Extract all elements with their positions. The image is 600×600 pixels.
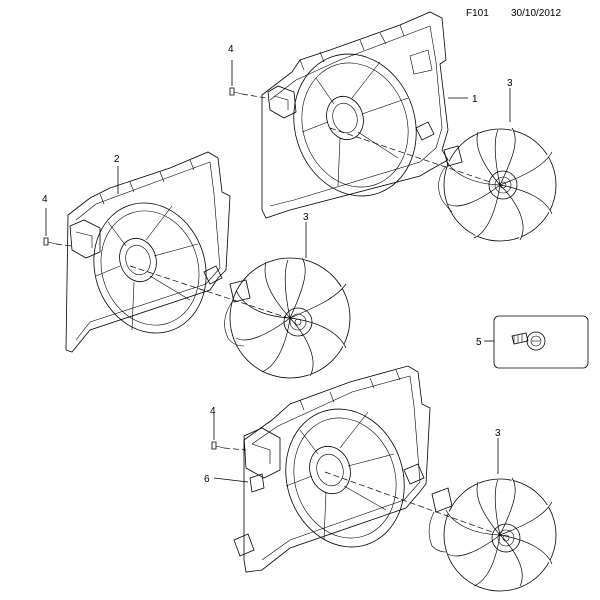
callout-4-bottom: 4 [210,406,216,417]
screw-top [229,87,243,96]
motor-wire-bottom [428,511,447,553]
center-line-fan-top [329,127,491,183]
screw-bottom [211,441,225,450]
callout-1: 1 [472,94,478,105]
fan-shroud-assembly-bottom [233,365,431,573]
fan-blade-middle [229,257,351,379]
document-code: F101 [466,8,489,19]
part-5-detail-box [493,315,589,369]
callout-3-bottom: 3 [495,428,501,439]
motor-connector-top [443,145,463,167]
center-line-fan-middle [129,265,289,319]
callout-2: 2 [114,154,120,165]
callout-5: 5 [476,337,482,348]
callout-3-middle: 3 [303,212,309,223]
fan-shroud-assembly-top [261,11,449,219]
fan-shroud-assembly-middle [65,151,231,353]
callout-6: 6 [204,474,210,485]
motor-wire-top [438,165,453,213]
center-line-screw-bottom [223,447,247,451]
callout-3-top: 3 [507,78,513,89]
fan-blade-bottom [443,477,557,592]
callout-4-middle: 4 [42,194,48,205]
center-line-screw-middle [55,243,73,247]
motor-connector-bottom [431,487,453,513]
screw-middle [43,237,57,246]
fan-blade-top [443,127,557,242]
center-line-fan-bottom [324,471,493,533]
leader-line-6 [213,477,249,483]
motor-wire-middle [224,301,245,347]
motor-connector-middle [229,279,251,303]
callout-4-top: 4 [228,44,234,55]
document-date: 30/10/2012 [511,8,562,19]
center-line-screw-top [241,93,267,99]
